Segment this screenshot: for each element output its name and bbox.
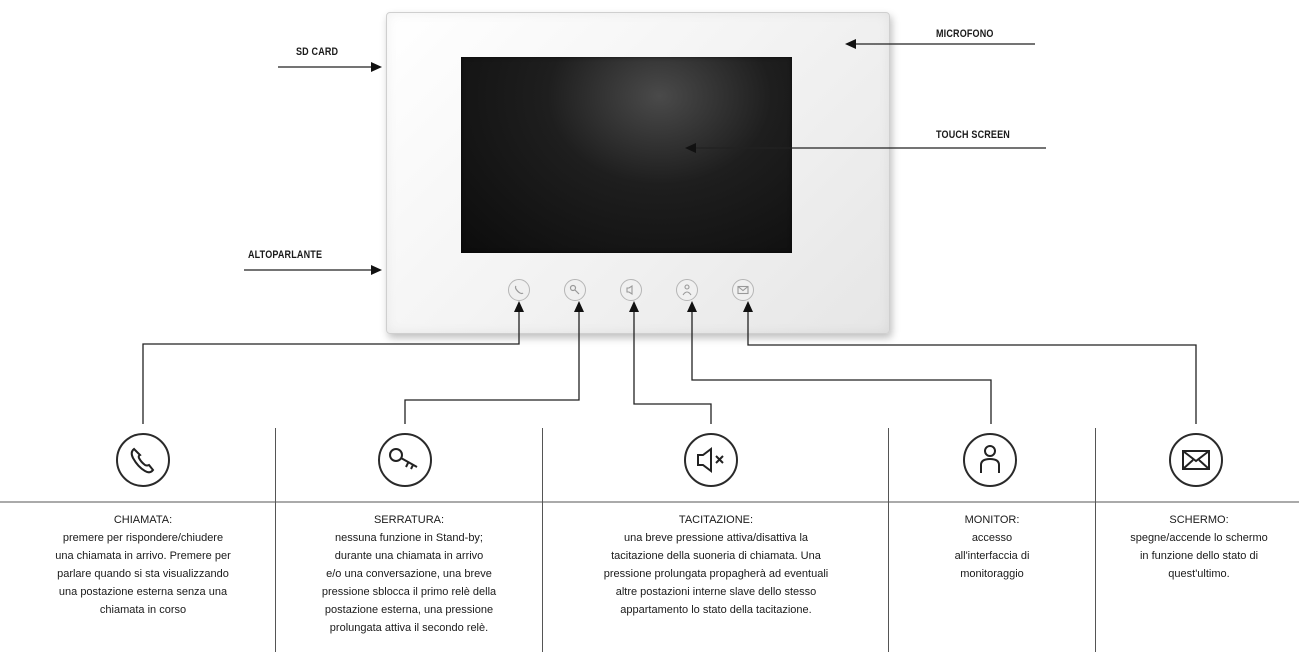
column-icon-monitor <box>963 433 1017 487</box>
device-monitor-button[interactable] <box>676 279 698 301</box>
function-line: prolungata attiva il secondo relè. <box>329 622 489 634</box>
function-chiamata: CHIAMATA: premere per rispondere/chiuder… <box>18 511 268 619</box>
function-line: all'interfaccia di <box>954 550 1030 562</box>
function-title: CHIAMATA: <box>113 514 173 526</box>
function-line: chiamata in corso <box>99 604 187 616</box>
device-call-button[interactable] <box>508 279 530 301</box>
function-line: pressione prolungata propagherà ad event… <box>603 568 829 580</box>
arrow-sd-card <box>371 62 382 72</box>
arrow-altoparlante <box>371 265 382 275</box>
arrow-touch-screen <box>685 143 696 153</box>
function-line: postazione esterna, una pressione <box>324 604 494 616</box>
device-screen-button[interactable] <box>732 279 754 301</box>
key-icon <box>389 448 418 470</box>
person-icon <box>980 445 1000 473</box>
function-line: monitoraggio <box>960 568 1024 580</box>
column-separator <box>275 428 276 652</box>
function-title: SERRATURA: <box>373 514 445 526</box>
function-line: una postazione esterna senza una <box>58 586 228 598</box>
phone-icon <box>514 285 524 295</box>
label-sd-card: SD CARD <box>296 46 339 58</box>
mute-speaker-icon <box>697 447 724 473</box>
phone-icon <box>130 447 155 474</box>
arrow-button-3 <box>629 301 639 312</box>
column-separator <box>542 428 543 652</box>
device-mute-button[interactable] <box>620 279 642 301</box>
arrow-button-5 <box>743 301 753 312</box>
function-title: MONITOR: <box>964 514 1020 526</box>
key-icon <box>569 284 580 295</box>
column-icon-serratura <box>378 433 432 487</box>
function-line: quest'ultimo. <box>1168 568 1230 580</box>
function-monitor: MONITOR: accesso all'interfaccia di moni… <box>896 511 1088 583</box>
column-icon-chiamata <box>116 433 170 487</box>
function-line: tacitazione della suoneria di chiamata. … <box>611 550 821 562</box>
envelope-icon <box>737 285 749 295</box>
function-schermo: SCHERMO: spegne/accende lo schermo in fu… <box>1102 511 1296 583</box>
person-icon <box>682 284 692 296</box>
device-lock-button[interactable] <box>564 279 586 301</box>
function-line: altre postazioni interne slave dello ste… <box>615 586 817 598</box>
function-title: TACITAZIONE: <box>678 514 754 526</box>
function-line: pressione sblocca il primo relè della <box>321 586 497 598</box>
label-microfono: MICROFONO <box>936 28 994 40</box>
function-line: in funzione dello stato di <box>1139 550 1259 562</box>
function-line: spegne/accende lo schermo <box>1130 532 1268 544</box>
arrow-microfono <box>845 39 856 49</box>
column-icon-schermo <box>1169 433 1223 487</box>
arrow-button-1 <box>514 301 524 312</box>
function-tacitazione: TACITAZIONE: una breve pressione attiva/… <box>550 511 882 619</box>
function-line: accesso <box>971 532 1013 544</box>
function-line: appartamento lo stato della tacitazione. <box>620 604 812 616</box>
function-line: nessuna funzione in Stand-by; <box>335 532 483 544</box>
column-icon-tacitazione <box>684 433 738 487</box>
function-line: una breve pressione attiva/disattiva la <box>623 532 809 544</box>
function-line: parlare quando si sta visualizzando <box>57 568 229 580</box>
function-title: SCHERMO: <box>1169 514 1229 526</box>
function-serratura: SERRATURA: nessuna funzione in Stand-by;… <box>282 511 536 637</box>
column-separator <box>888 428 889 652</box>
function-line: una chiamata in arrivo. Premere per <box>55 550 231 562</box>
envelope-icon <box>1182 450 1210 470</box>
touch-screen <box>461 57 792 253</box>
mute-speaker-icon <box>626 284 633 296</box>
label-altoparlante: ALTOPARLANTE <box>248 249 323 261</box>
function-line: premere per rispondere/chiudere <box>62 532 224 544</box>
arrow-button-4 <box>687 301 697 312</box>
arrow-button-2 <box>574 301 584 312</box>
column-separator <box>1095 428 1096 652</box>
function-line: e/o una conversazione, una breve <box>326 568 492 580</box>
label-touch-screen: TOUCH SCREEN <box>936 129 1010 141</box>
function-line: durante una chiamata in arrivo <box>334 550 484 562</box>
